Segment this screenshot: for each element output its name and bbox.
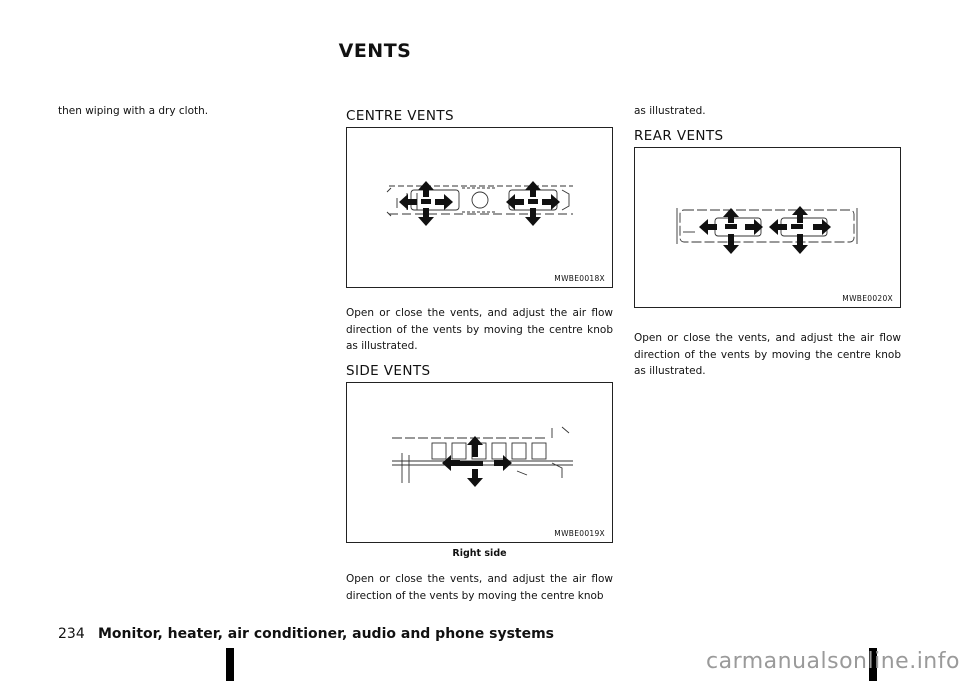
side-vents-figure: MWBE0019X (346, 382, 613, 543)
side-vents-heading: SIDE VENTS (346, 363, 431, 379)
page-title: VENTS (338, 40, 412, 62)
continuation-text: then wiping with a dry cloth. (58, 105, 209, 117)
centre-vents-body: Open or close the vents, and adjust the … (346, 307, 613, 352)
rear-vents-figure: MWBE0020X (634, 147, 901, 308)
right-edge-bar (869, 648, 877, 681)
side-vents-illustration (392, 426, 573, 487)
centre-vents-heading: CENTRE VENTS (346, 108, 454, 124)
left-edge-bar (226, 648, 234, 681)
side-vents-body: Open or close the vents, and adjust the … (346, 573, 613, 602)
continuation-text: as illustrated. (634, 105, 706, 117)
footer-section-title: Monitor, heater, air conditioner, audio … (98, 626, 555, 642)
rear-vents-body: Open or close the vents, and adjust the … (634, 332, 901, 377)
watermark: carmanualsonline.info (706, 649, 960, 674)
page-number: 234 (58, 626, 85, 642)
rear-vents-heading: REAR VENTS (634, 128, 724, 144)
figure-code: MWBE0018X (554, 274, 605, 283)
rear-vents-illustration (676, 206, 858, 254)
centre-vents-figure: MWBE0018X (346, 127, 613, 288)
figure-code: MWBE0019X (554, 529, 605, 538)
figure-code: MWBE0020X (842, 294, 893, 303)
figure-caption: Right side (452, 548, 507, 559)
centre-vents-illustration (386, 181, 573, 226)
